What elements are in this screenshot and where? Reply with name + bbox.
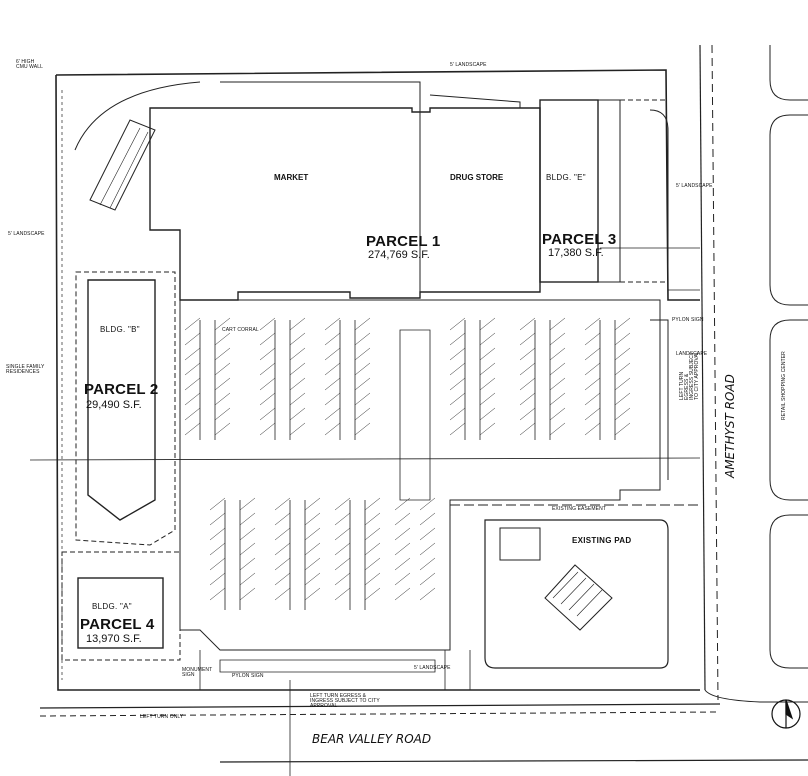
landscape-west-note: 5' LANDSCAPE bbox=[8, 231, 45, 237]
monument-sign-note: MONUMENT SIGN bbox=[182, 667, 213, 678]
landscape-east2-note: LANDSCAPE bbox=[676, 351, 708, 357]
left-turn-east-note: LEFT TURN EGRESS & INGRESS SUBJECT TO CI… bbox=[679, 351, 700, 400]
existing-pad-inner bbox=[499, 527, 541, 561]
parcel-4-label: PARCEL 4 bbox=[80, 616, 155, 633]
parcel-3-area: 17,380 S.F. bbox=[548, 247, 604, 259]
existing-pad-building bbox=[544, 564, 613, 631]
se-corner-curve bbox=[704, 689, 808, 703]
property-line-east-west bbox=[29, 457, 701, 461]
parcel-1-area: 274,769 S.F. bbox=[368, 249, 430, 261]
market-label: MARKET bbox=[274, 173, 309, 182]
nw-angled-building-2 bbox=[99, 127, 149, 209]
parking-stall-hatching bbox=[184, 317, 631, 601]
amethyst-road-west-curb bbox=[699, 44, 706, 691]
bear-valley-road-label: BEAR VALLEY ROAD bbox=[312, 732, 432, 746]
east-block-south bbox=[769, 319, 808, 501]
east-block-south2 bbox=[769, 514, 808, 669]
landscape-south-note: 5' LANDSCAPE bbox=[414, 665, 451, 671]
south-sidewalk-planter bbox=[219, 659, 436, 673]
landscape-east-note: 5' LANDSCAPE bbox=[676, 183, 713, 189]
residential-note: SINGLE FAMILY RESIDENCES bbox=[6, 364, 45, 375]
landscape-north-note: 5' LANDSCAPE bbox=[450, 62, 487, 68]
bldg-a-outline bbox=[77, 577, 164, 649]
north-arrow-icon bbox=[771, 699, 801, 729]
parcel-4-area: 13,970 S.F. bbox=[86, 633, 142, 645]
parcel-3-label: PARCEL 3 bbox=[542, 231, 617, 248]
easement-note: EXISTING EASEMENT bbox=[552, 506, 606, 512]
nw-curve-drive bbox=[74, 81, 201, 151]
cart-corral-note: CART CORRAL bbox=[222, 327, 259, 333]
left-turn-only-note: LEFT TURN ONLY bbox=[140, 714, 184, 720]
left-turn-south-note: LEFT TURN EGRESS & INGRESS SUBJECT TO CI… bbox=[310, 693, 380, 709]
amethyst-road-centerline bbox=[711, 44, 719, 701]
block-wall-note: 6' HIGH CMU WALL bbox=[16, 59, 44, 70]
parcel-2-area: 29,490 S.F. bbox=[86, 399, 142, 411]
bear-valley-curb-north bbox=[39, 703, 721, 709]
existing-pad-label: EXISTING PAD bbox=[572, 536, 632, 545]
existing-pad-outline bbox=[484, 519, 669, 669]
drug-store-label: DRUG STORE bbox=[450, 173, 504, 182]
parcel-2-label: PARCEL 2 bbox=[84, 381, 159, 398]
bldg-e-label: BLDG. "E" bbox=[546, 173, 586, 182]
parking-lot-edge bbox=[179, 299, 661, 651]
parcel-3-boundary bbox=[540, 99, 668, 283]
parcel-2-boundary bbox=[75, 271, 176, 546]
pylon-sign-south-note: PYLON SIGN bbox=[232, 673, 264, 679]
loading-dock-north bbox=[220, 81, 521, 108]
amethyst-road-label: AMETHYST ROAD bbox=[723, 374, 737, 478]
property-boundary bbox=[55, 69, 700, 691]
parking-islands bbox=[199, 320, 616, 610]
south-driveway bbox=[199, 650, 471, 690]
east-landscape-strip bbox=[649, 109, 669, 480]
bear-valley-curb-south bbox=[219, 759, 808, 763]
bldg-a-label: BLDG. "A" bbox=[92, 602, 132, 611]
existing-pad-building-lines bbox=[552, 571, 603, 617]
retail-center-note: RETAIL SHOPPING CENTER bbox=[781, 351, 787, 420]
bldg-b-label: BLDG. "B" bbox=[100, 325, 140, 334]
pylon-sign-east-note: PYLON SIGN bbox=[672, 317, 704, 323]
parcel-1-label: PARCEL 1 bbox=[366, 233, 441, 250]
east-block-north bbox=[769, 45, 808, 101]
east-driveway bbox=[668, 289, 700, 301]
bear-valley-curb-mid bbox=[39, 711, 721, 717]
nw-angled-building bbox=[89, 119, 156, 211]
main-building-outline bbox=[149, 107, 541, 301]
east-block-mid bbox=[769, 114, 808, 306]
bldg-b-outline bbox=[87, 279, 156, 521]
